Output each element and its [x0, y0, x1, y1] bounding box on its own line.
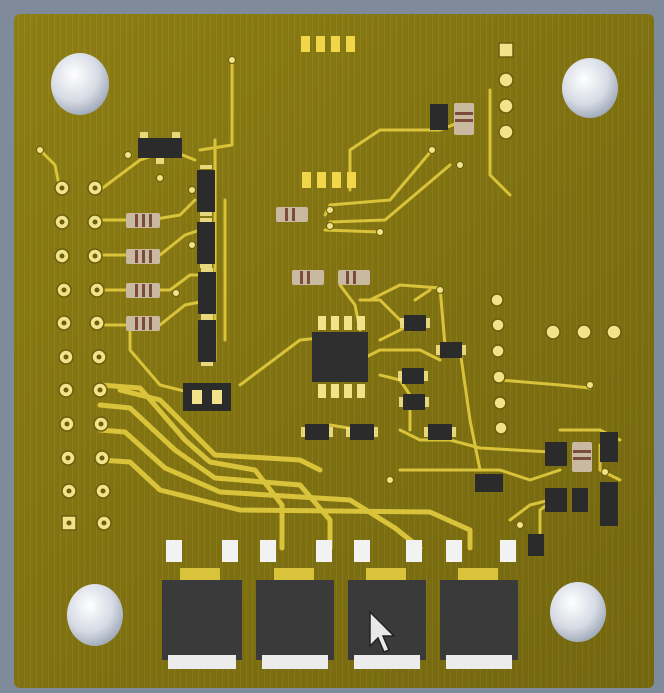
top-connector — [498, 42, 514, 140]
jumper — [183, 383, 231, 411]
vias — [36, 56, 609, 529]
resistors — [126, 103, 592, 472]
traces — [38, 58, 622, 551]
smd-components — [138, 104, 618, 556]
right-pin-column — [490, 293, 508, 435]
cursor-icon — [369, 610, 396, 653]
power-fets — [162, 540, 518, 669]
top-pads — [301, 36, 356, 188]
mounting-holes — [51, 53, 618, 646]
ic-soic8 — [312, 316, 368, 398]
three-pin-connector — [545, 324, 622, 340]
